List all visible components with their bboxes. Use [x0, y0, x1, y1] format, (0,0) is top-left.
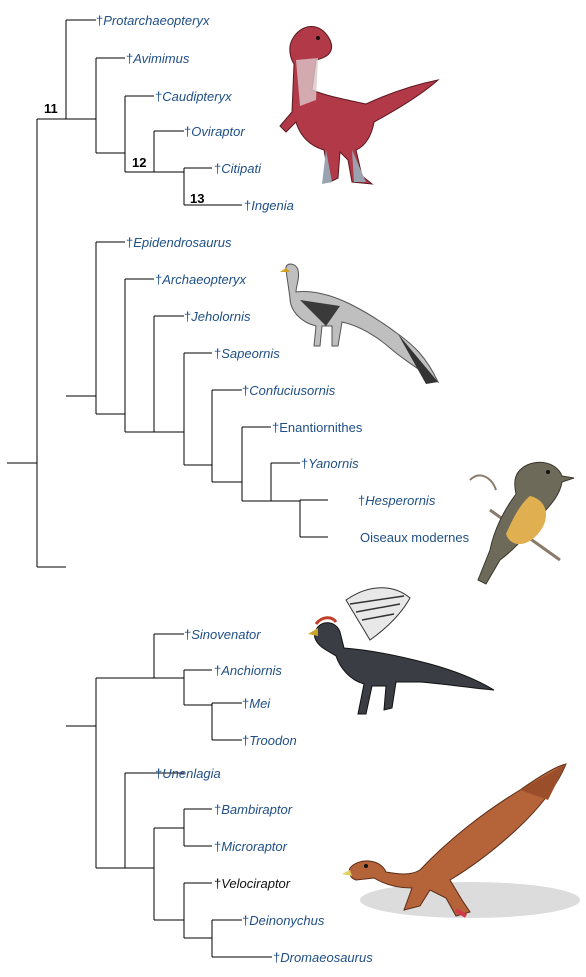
taxon-name: Sinovenator: [191, 627, 261, 642]
taxon-name: Hesperornis: [365, 493, 436, 508]
leaf-label-unenlagia: †Unenlagia: [155, 766, 221, 781]
oviraptorid-dinosaur-icon: [279, 26, 440, 185]
taxon-name: Epidendrosaurus: [133, 235, 232, 250]
leaf-label-troodon: †Troodon: [242, 733, 297, 748]
taxon-name: Avimimus: [132, 51, 190, 66]
node-number-layer: 11 12 13: [44, 101, 204, 206]
leaf-label-dromaeosaurus: †Dromaeosaurus: [273, 950, 373, 965]
taxon-name: Oiseaux modernes: [360, 530, 470, 545]
taxon-name: Mei: [249, 696, 271, 711]
feathered-dromaeosaur-icon: [342, 763, 580, 918]
leaf-label-anchiornis: †Anchiornis: [214, 663, 282, 678]
extinct-dagger: †: [301, 456, 308, 471]
taxon-name: Oviraptor: [191, 124, 245, 139]
leaf-label-ingenia: †Ingenia: [244, 198, 294, 213]
taxon-name: Ingenia: [251, 198, 294, 213]
taxon-name: Velociraptor: [221, 876, 291, 891]
extinct-dagger: †: [242, 913, 249, 928]
extinct-dagger: †: [214, 839, 221, 854]
leaf-label-jeholornis: †Jeholornis: [184, 309, 251, 324]
extinct-dagger: †: [155, 766, 162, 781]
leaf-label-archaeopteryx: †Archaeopteryx: [155, 272, 247, 287]
leaf-label-sinovenator: †Sinovenator: [184, 627, 261, 642]
extinct-dagger: †: [126, 235, 133, 250]
leaf-label-deinonychus: †Deinonychus: [242, 913, 325, 928]
node-number-n11: 11: [44, 101, 58, 116]
leaf-label-confuciusornis: †Confuciusornis: [242, 383, 336, 398]
extinct-dagger: †: [242, 696, 249, 711]
extinct-dagger: †: [184, 309, 191, 324]
node-number-n12: 12: [132, 155, 146, 170]
taxon-name: Unenlagia: [162, 766, 221, 781]
taxon-name: Deinonychus: [249, 913, 325, 928]
extinct-dagger: †: [214, 161, 221, 176]
feathered-troodontid-icon: [308, 587, 495, 715]
taxon-name: Jeholornis: [190, 309, 251, 324]
taxon-name: Troodon: [249, 733, 296, 748]
taxon-name: Caudipteryx: [162, 89, 232, 104]
long-tailed-bird-icon: [280, 263, 440, 384]
extinct-dagger: †: [214, 346, 221, 361]
leaf-label-protarchaeopteryx: †Protarchaeopteryx: [96, 13, 210, 28]
extinct-dagger: †: [214, 663, 221, 678]
leaf-label-velociraptor: †Velociraptor: [214, 876, 291, 891]
perched-songbird-icon: [469, 461, 575, 585]
extinct-dagger: †: [214, 802, 221, 817]
taxon-name: Enantiornithes: [279, 420, 363, 435]
extinct-dagger: †: [244, 198, 251, 213]
extinct-dagger: †: [184, 627, 191, 642]
extinct-dagger: †: [242, 733, 249, 748]
taxon-name: Archaeopteryx: [161, 272, 246, 287]
taxon-name: Bambiraptor: [221, 802, 292, 817]
illustration-layer: [279, 26, 580, 918]
taxon-name: Citipati: [221, 161, 262, 176]
extinct-dagger: †: [96, 13, 103, 28]
taxon-name: Sapeornis: [221, 346, 280, 361]
node-number-n13: 13: [190, 191, 204, 206]
leaf-label-caudipteryx: †Caudipteryx: [155, 89, 232, 104]
leaf-label-hesperornis: †Hesperornis: [358, 493, 436, 508]
leaf-label-enantiornithes: †Enantiornithes: [272, 420, 363, 435]
taxon-name: Microraptor: [221, 839, 287, 854]
leaf-label-bambiraptor: †Bambiraptor: [214, 802, 293, 817]
leaf-label-yanornis: †Yanornis: [301, 456, 359, 471]
taxon-name: Confuciusornis: [249, 383, 335, 398]
branch-layer: [7, 19, 328, 958]
extinct-dagger: †: [155, 89, 162, 104]
extinct-dagger: †: [358, 493, 365, 508]
extinct-dagger: †: [126, 51, 133, 66]
extinct-dagger: †: [155, 272, 162, 287]
taxon-name: Protarchaeopteryx: [103, 13, 210, 28]
extinct-dagger: †: [272, 420, 279, 435]
taxon-name: Yanornis: [308, 456, 359, 471]
leaf-label-oiseaux-modernes: Oiseaux modernes: [360, 530, 470, 545]
extinct-dagger: †: [184, 124, 191, 139]
leaf-label-microraptor: †Microraptor: [214, 839, 288, 854]
leaf-label-oviraptor: †Oviraptor: [184, 124, 245, 139]
extinct-dagger: †: [214, 876, 221, 891]
leaf-label-sapeornis: †Sapeornis: [214, 346, 280, 361]
leaf-label-mei: †Mei: [242, 696, 271, 711]
extinct-dagger: †: [273, 950, 280, 965]
leaf-label-avimimus: †Avimimus: [126, 51, 190, 66]
label-layer: †Protarchaeopteryx†Avimimus†Caudipteryx†…: [96, 13, 470, 965]
leaf-label-epidendrosaurus: †Epidendrosaurus: [126, 235, 232, 250]
leaf-label-citipati: †Citipati: [214, 161, 262, 176]
taxon-name: Dromaeosaurus: [280, 950, 373, 965]
taxon-name: Anchiornis: [220, 663, 282, 678]
extinct-dagger: †: [242, 383, 249, 398]
